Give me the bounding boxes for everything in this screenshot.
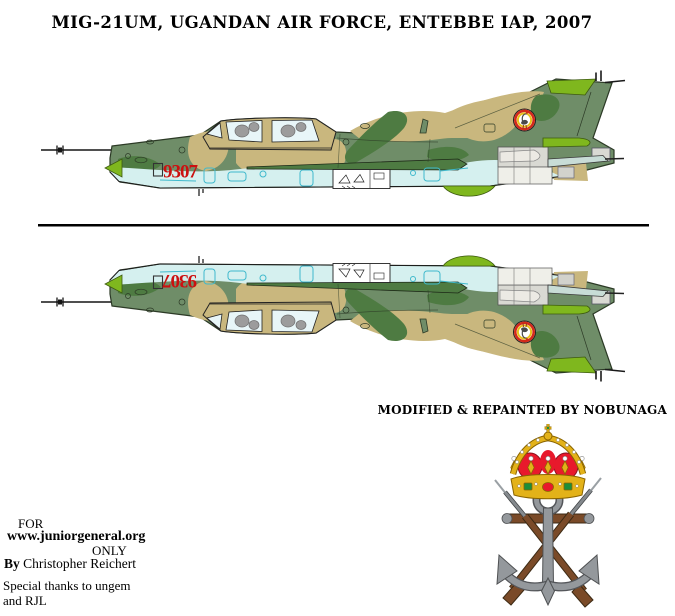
aircraft-top-profile [39, 69, 627, 198]
repaint-credit: MODIFIED & REPAINTED BY NOBUNAGA [377, 403, 667, 417]
anchor-icon [496, 484, 600, 607]
tail-number-top: 9307 [163, 162, 199, 183]
marine-infantry-crest [494, 424, 602, 608]
footer-thanks-line2: and RJL [3, 593, 47, 608]
footer-only-label: ONLY [92, 543, 127, 558]
aircraft-bottom-profile-mirrored [39, 254, 627, 383]
footer-site-link: www.juniorgeneral.org [7, 529, 146, 544]
crown-arches [509, 434, 587, 475]
footer-by-label: By [4, 556, 20, 571]
footer-for-label: FOR [18, 516, 44, 531]
footer-author: Christopher Reichert [23, 556, 136, 571]
royal-crown-icon [509, 424, 587, 500]
page-title: MIG-21UM, UGANDAN AIR FORCE, ENTEBBE IAP… [51, 13, 593, 32]
crown-orb-cross [543, 424, 553, 441]
tail-number-bottom: 9307 [162, 270, 198, 291]
footer-byline: By Christopher Reichert [4, 556, 136, 572]
crossed-rifles [494, 477, 602, 608]
footer-thanks-line1: Special thanks to ungem [3, 578, 131, 593]
divider-line [38, 224, 649, 227]
